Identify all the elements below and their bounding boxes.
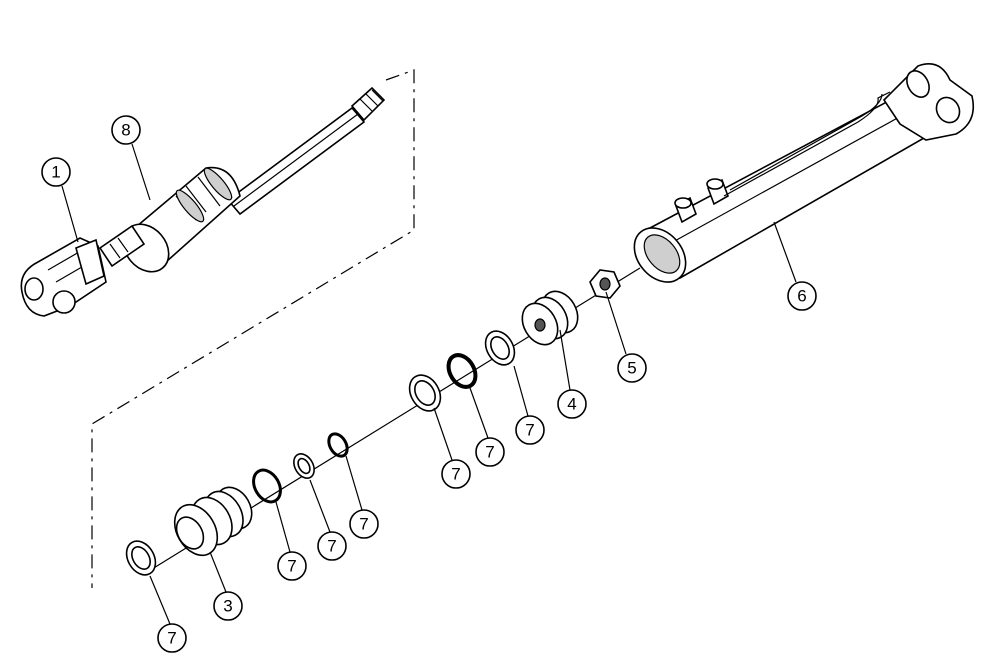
callout-7-f-label: 7 [287, 557, 296, 576]
callout-7-d: 7 [349, 509, 379, 539]
callout-8-label: 8 [121, 121, 130, 140]
callout-3: 3 [213, 591, 243, 621]
callout-1: 1 [41, 157, 71, 187]
callout-5: 5 [617, 353, 647, 383]
callout-7-c-label: 7 [451, 465, 460, 484]
callout-7-d-label: 7 [359, 515, 368, 534]
callout-7-b: 7 [475, 437, 505, 467]
cylinder-barrel [633, 63, 975, 283]
callout-4-label: 4 [567, 395, 576, 414]
callout-3-label: 3 [223, 597, 232, 616]
callout-7-g-label: 7 [167, 629, 176, 648]
piston-rod-assembly [98, 86, 386, 273]
rod-clevis [20, 237, 107, 317]
callout-7-f: 7 [277, 551, 307, 581]
piston [521, 290, 579, 346]
seal-rings [125, 330, 516, 576]
piston-nut [589, 269, 621, 299]
callout-7-b-label: 7 [485, 443, 494, 462]
rod-gland [173, 486, 253, 557]
callout-7-a-label: 7 [525, 421, 534, 440]
callout-7-a: 7 [515, 415, 545, 445]
callout-7-e: 7 [317, 531, 347, 561]
callout-7-c: 7 [441, 459, 471, 489]
callout-7-e-label: 7 [327, 537, 336, 556]
callout-5-label: 5 [627, 359, 636, 378]
callout-8: 8 [111, 115, 141, 145]
callout-6-label: 6 [797, 287, 806, 306]
callout-1-label: 1 [51, 163, 60, 182]
callout-6: 6 [787, 281, 817, 311]
leader-lines [61, 143, 797, 625]
callout-7-g: 7 [157, 623, 187, 653]
callout-4: 4 [557, 389, 587, 419]
